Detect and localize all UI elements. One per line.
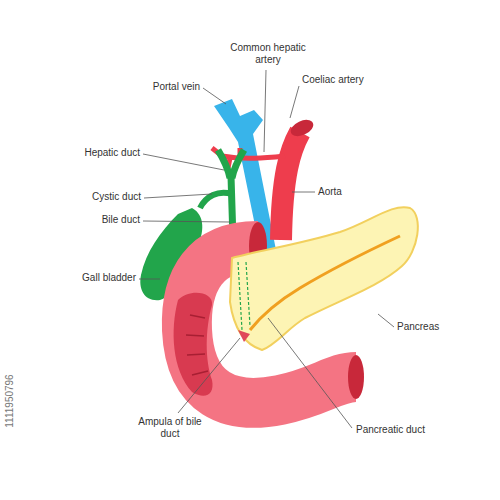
structure-label: Cystic duct (51, 191, 141, 203)
duodenum-opening (348, 355, 364, 399)
duodenum-folds (174, 293, 213, 396)
pancreas (230, 207, 418, 350)
structure-label: Aorta (318, 186, 378, 198)
structure-label: Portal vein (110, 81, 200, 93)
structure-label: Hepatic duct (50, 147, 140, 159)
structure-label: Bile duct (50, 214, 140, 226)
structure-label: Common hepatic artery (223, 42, 313, 66)
watermark: 1111950796 (4, 361, 16, 441)
coeliac-artery-opening (288, 117, 316, 140)
leader-lines (139, 70, 394, 428)
ampulla (238, 330, 250, 342)
structure-label: Ampula of bile duct (138, 416, 202, 440)
aorta (281, 132, 300, 240)
cystic-duct (200, 193, 232, 208)
duodenum-fold-lines (186, 315, 208, 375)
pancreatic-duct (250, 236, 400, 330)
structure-label: Pancreas (397, 321, 477, 333)
structure-label: Pancreatic duct (356, 424, 456, 436)
structure-label: Coeliac artery (302, 74, 392, 86)
bile-duct-dashed (238, 262, 250, 330)
structure-label: Gall bladder (46, 272, 136, 284)
